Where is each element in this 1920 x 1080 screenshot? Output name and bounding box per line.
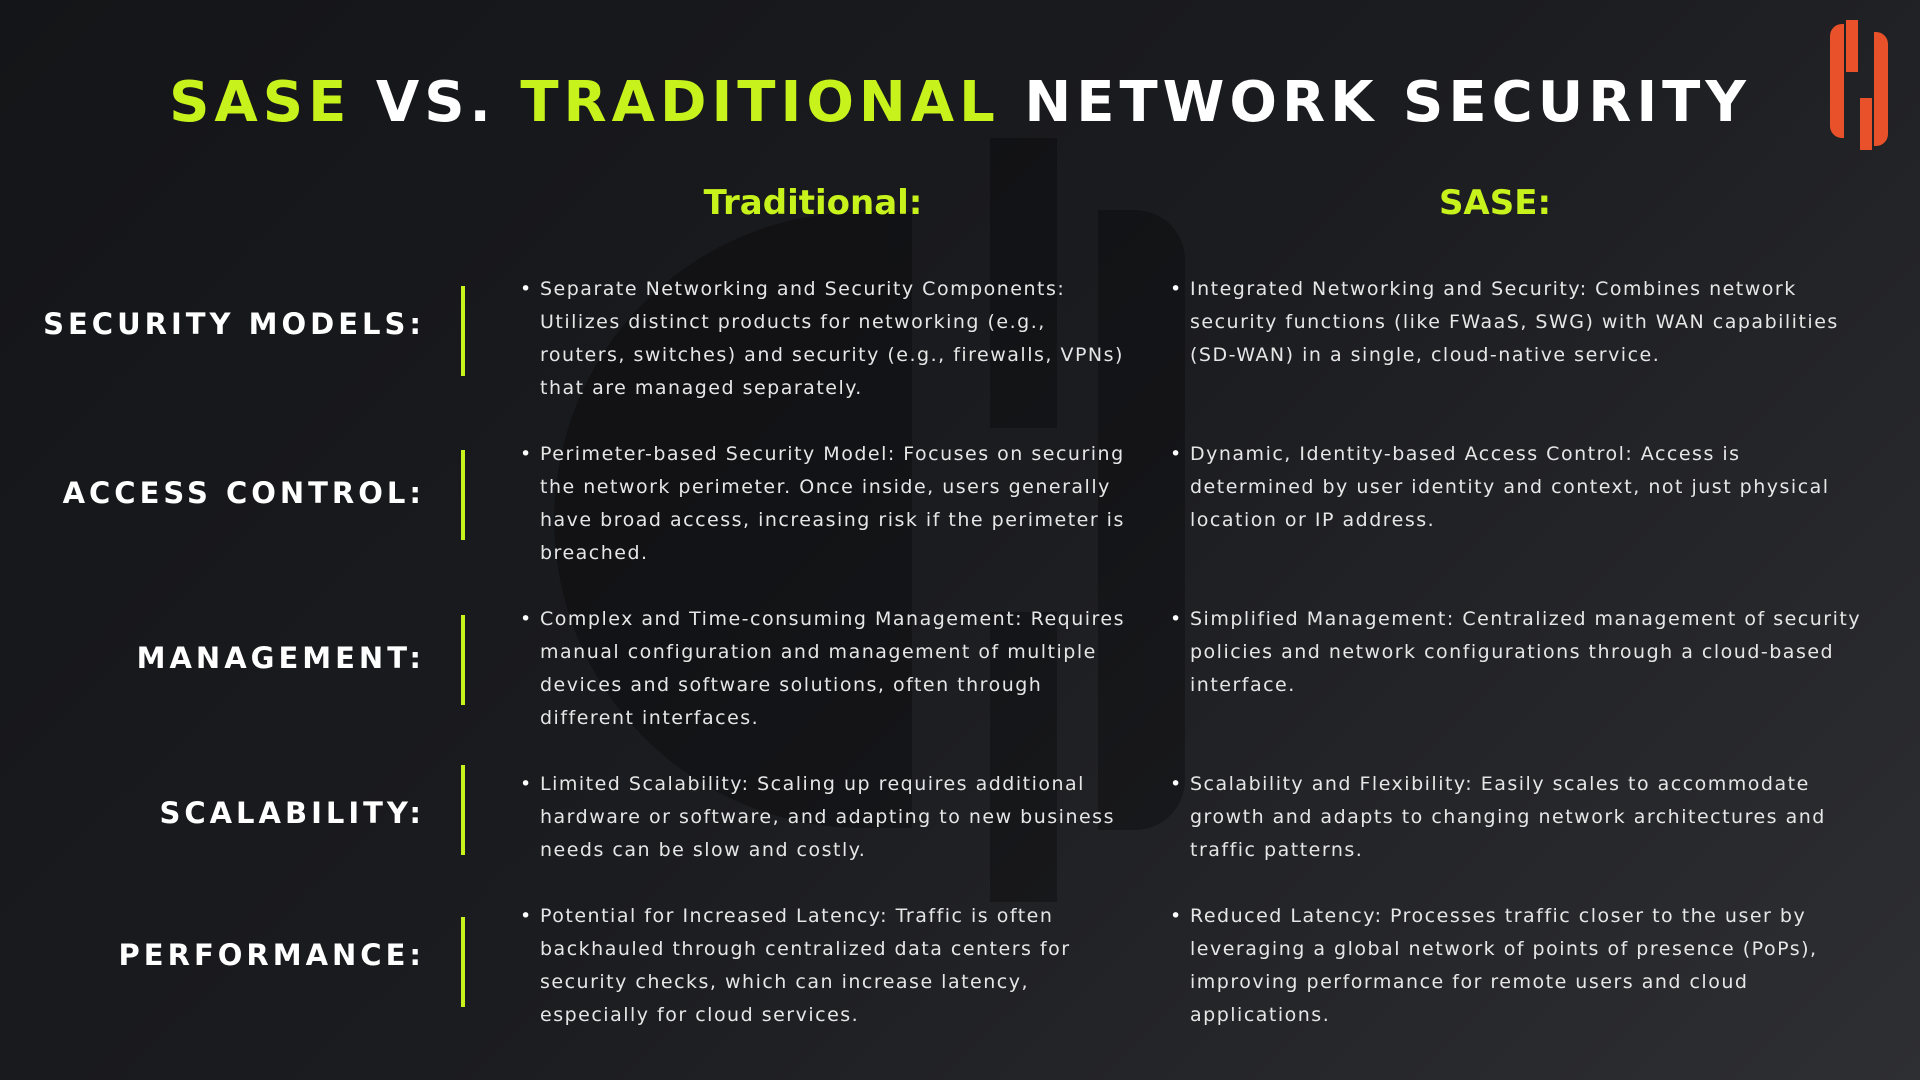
- list-item: Complex and Time-consuming Management: R…: [520, 603, 1130, 735]
- row-divider: [461, 917, 465, 1007]
- row-label: MANAGEMENT:: [136, 641, 425, 675]
- traditional-cell: Separate Networking and Security Compone…: [520, 273, 1130, 405]
- list-item: Limited Scalability: Scaling up requires…: [520, 768, 1130, 867]
- brand-logo-icon: [1830, 20, 1888, 150]
- row-label: SECURITY MODELS:: [43, 307, 425, 341]
- row-divider: [461, 765, 465, 855]
- title-network-security: NETWORK SECURITY: [1024, 70, 1751, 135]
- row-divider: [461, 286, 465, 376]
- list-item: Simplified Management: Centralized manag…: [1170, 603, 1870, 702]
- list-item: Integrated Networking and Security: Comb…: [1170, 273, 1870, 372]
- sase-cell: Simplified Management: Centralized manag…: [1170, 603, 1870, 702]
- traditional-cell: Limited Scalability: Scaling up requires…: [520, 768, 1130, 867]
- sase-cell: Integrated Networking and Security: Comb…: [1170, 273, 1870, 372]
- sase-cell: Dynamic, Identity-based Access Control: …: [1170, 438, 1870, 537]
- traditional-cell: Complex and Time-consuming Management: R…: [520, 603, 1130, 735]
- sase-cell: Reduced Latency: Processes traffic close…: [1170, 900, 1870, 1032]
- traditional-cell: Potential for Increased Latency: Traffic…: [520, 900, 1130, 1032]
- title-vs: VS.: [375, 70, 496, 135]
- column-header-sase: SASE:: [1438, 183, 1552, 223]
- column-header-traditional: Traditional:: [703, 183, 923, 223]
- list-item: Dynamic, Identity-based Access Control: …: [1170, 438, 1870, 537]
- title-traditional: TRADITIONAL: [520, 70, 1000, 135]
- title-sase: SASE: [169, 70, 352, 135]
- row-label: PERFORMANCE:: [118, 938, 425, 972]
- list-item: Scalability and Flexibility: Easily scal…: [1170, 768, 1870, 867]
- row-label: ACCESS CONTROL:: [62, 476, 425, 510]
- list-item: Perimeter-based Security Model: Focuses …: [520, 438, 1130, 570]
- row-divider: [461, 450, 465, 540]
- traditional-cell: Perimeter-based Security Model: Focuses …: [520, 438, 1130, 570]
- list-item: Separate Networking and Security Compone…: [520, 273, 1130, 405]
- list-item: Reduced Latency: Processes traffic close…: [1170, 900, 1870, 1032]
- row-divider: [461, 615, 465, 705]
- list-item: Potential for Increased Latency: Traffic…: [520, 900, 1130, 1032]
- page-title: SASE VS. TRADITIONAL NETWORK SECURITY: [0, 70, 1920, 135]
- sase-cell: Scalability and Flexibility: Easily scal…: [1170, 768, 1870, 867]
- row-label: SCALABILITY:: [159, 796, 425, 830]
